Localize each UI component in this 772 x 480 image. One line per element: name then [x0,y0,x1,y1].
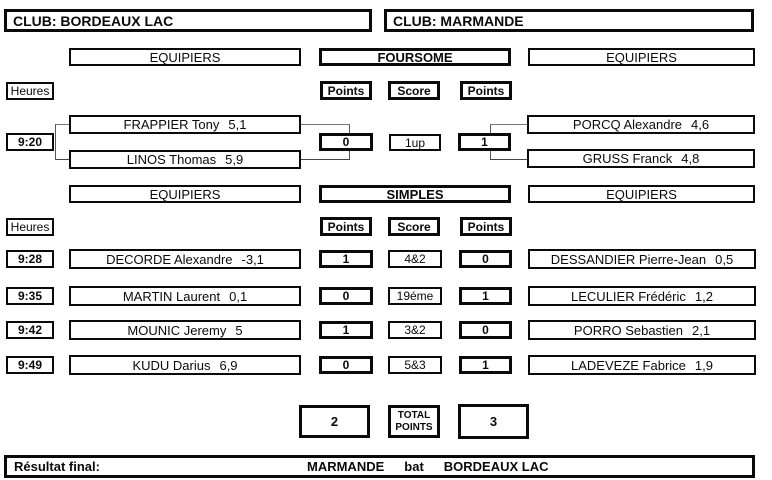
heures-simples-label: Heures [6,218,54,236]
foursome-score: 1up [389,134,441,151]
player-name: DESSANDIER Pierre-Jean [550,251,707,267]
equipiers-home-foursome-header: EQUIPIERS [69,48,301,66]
single-1-time: 9:28 [6,250,54,268]
player-handicap: 0,5 [715,251,734,267]
score-foursome-header: Score [388,81,440,100]
single-2-score: 19éme [388,287,442,305]
single-4-points-home: 0 [319,356,373,374]
single-3-points-away: 0 [459,321,512,339]
points-away-foursome-header: Points [460,81,512,100]
player-handicap: 4,6 [691,117,710,132]
single-4-time: 9:49 [6,356,54,374]
single-1-points-away: 0 [459,250,512,268]
single-4-score: 5&3 [388,356,442,374]
player-name: PORRO Sebastien [573,322,684,338]
single-1-points-home: 1 [319,250,373,268]
single-3-score: 3&2 [388,321,442,339]
result-loser: BORDEAUX LAC [443,459,549,474]
total-label-line2: POINTS [395,421,433,433]
player-away-2: GRUSS Franck 4,8 [527,149,755,168]
player-name: LINOS Thomas [126,152,217,167]
player-handicap: -3,1 [241,251,264,267]
player-name: LADEVEZE Fabrice [571,357,686,373]
club-home-title: CLUB: BORDEAUX LAC [4,9,372,32]
player-name: FRAPPIER Tony [123,117,220,132]
foursome-points-away: 1 [458,133,511,151]
final-result-bar: Résultat final: MARMANDE bat BORDEAUX LA… [4,455,755,478]
player-handicap: 5,9 [225,152,244,167]
total-points-away: 3 [458,404,529,439]
player-handicap: 1,2 [694,288,713,304]
result-label: Résultat final: [14,459,100,474]
single-3-points-home: 1 [319,321,373,339]
player-handicap: 6,9 [219,357,238,373]
player-handicap: 0,1 [229,288,248,304]
single-4-player-home: KUDU Darius 6,9 [69,355,301,375]
player-name: KUDU Darius [132,357,211,373]
single-1-score: 4&2 [388,250,442,268]
points-home-foursome-header: Points [320,81,372,100]
single-2-points-home: 0 [319,287,373,305]
result-winner: MARMANDE [307,459,385,474]
single-3-time: 9:42 [6,321,54,339]
player-home-1: FRAPPIER Tony 5,1 [69,115,301,134]
single-3-player-away: PORRO Sebastien 2,1 [528,320,756,340]
total-points-home: 2 [299,405,370,438]
single-2-player-away: LECULIER Frédéric 1,2 [528,286,756,306]
player-name: MARTIN Laurent [122,288,221,304]
heures-foursome-label: Heures [6,82,54,100]
club-away-title: CLUB: MARMANDE [384,9,754,32]
player-handicap: 5 [235,322,243,338]
simples-header: SIMPLES [319,185,511,203]
player-name: MOUNIC Jeremy [127,322,227,338]
points-away-simples-header: Points [460,217,512,236]
foursome-time: 9:20 [6,133,54,151]
single-2-points-away: 1 [459,287,512,305]
total-label-line1: TOTAL [397,409,431,421]
single-1-player-away: DESSANDIER Pierre-Jean 0,5 [528,249,756,269]
player-name: PORCQ Alexandre [572,117,683,132]
foursome-points-home: 0 [319,133,373,151]
player-handicap: 4,8 [681,151,700,166]
player-name: DECORDE Alexandre [106,251,233,267]
foursome-header: FOURSOME [319,48,511,66]
single-3-player-home: MOUNIC Jeremy 5 [69,320,301,340]
points-home-simples-header: Points [320,217,372,236]
total-points-label: TOTAL POINTS [388,405,440,438]
single-4-points-away: 1 [459,356,512,374]
player-handicap: 2,1 [692,322,711,338]
player-name: GRUSS Franck [582,151,673,166]
result-verb: bat [404,459,424,474]
score-simples-header: Score [388,217,440,236]
player-handicap: 1,9 [694,357,713,373]
equipiers-away-simples-header: EQUIPIERS [528,185,755,203]
single-2-time: 9:35 [6,287,54,305]
equipiers-home-simples-header: EQUIPIERS [69,185,301,203]
single-2-player-home: MARTIN Laurent 0,1 [69,286,301,306]
player-home-2: LINOS Thomas 5,9 [69,150,301,169]
single-4-player-away: LADEVEZE Fabrice 1,9 [528,355,756,375]
result-text: MARMANDE bat BORDEAUX LAC [307,458,549,475]
player-away-1: PORCQ Alexandre 4,6 [527,115,755,134]
player-handicap: 5,1 [228,117,247,132]
equipiers-away-foursome-header: EQUIPIERS [528,48,755,66]
bracket-home-fork [55,124,69,160]
player-name: LECULIER Frédéric [571,288,686,304]
single-1-player-home: DECORDE Alexandre -3,1 [69,249,301,269]
